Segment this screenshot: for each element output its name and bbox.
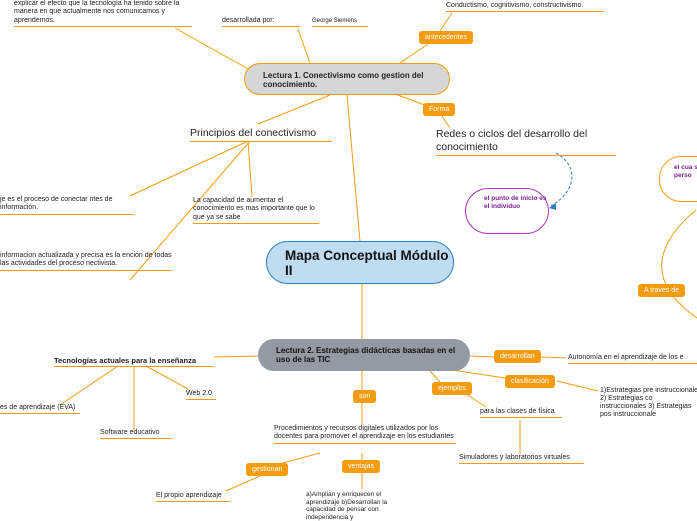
gestionan-tag[interactable]: gestionan	[246, 463, 289, 476]
cual-situa-bubble[interactable]: el cua situa perso	[659, 156, 697, 202]
developed-by-text[interactable]: desarrollada por:	[222, 17, 300, 28]
author-text[interactable]: George Siemens	[312, 18, 368, 28]
antecedentes-text[interactable]: Conductismo, cognitivismo, constructivis…	[446, 2, 604, 13]
central-topic-node[interactable]: Mapa Conceptual Módulo II	[266, 241, 454, 284]
eva-text[interactable]: es de aprendizaje (EVA)	[0, 404, 80, 415]
propio-aprendizaje-text[interactable]: El propio aprendizaje	[156, 492, 230, 503]
purpose-text[interactable]: explicar el efecto que la tecnología ha …	[14, 0, 192, 28]
principio-3-text[interactable]: informacion actualizada y precisa es la …	[0, 252, 172, 271]
simuladores-text[interactable]: Simuladores y laboratorios virtuales	[459, 454, 584, 465]
para-fisica-text[interactable]: para las clases de física	[480, 408, 562, 419]
principios-title[interactable]: Principios del conectivismo	[190, 127, 332, 142]
a-traves-de-tag[interactable]: A traves de	[638, 284, 686, 297]
clasificacion-list[interactable]: 1)Estrategias pre instruccionale 2) Estr…	[600, 387, 697, 418]
principio-2-text[interactable]: La capacidad de aumentar el conocimiento…	[193, 197, 319, 225]
desarrollan-tag[interactable]: desarrollan	[494, 350, 541, 363]
lectura-1-node[interactable]: Lectura 1. Conectivismo como gestion del…	[244, 63, 450, 95]
ventajas-text[interactable]: a)Amplian y enriquecen el aprendizaje b)…	[306, 491, 388, 521]
procedimientos-text[interactable]: Procedimientos y recursos digitales util…	[274, 425, 456, 444]
autonomia-text[interactable]: Autonomía en el aprendizaje de los e	[568, 354, 697, 365]
antecedentes-tag[interactable]: antecedentes	[419, 31, 474, 44]
forma-tag[interactable]: Forma	[423, 103, 456, 116]
principio-1-text[interactable]: je es el proceso de conectar ntes de inf…	[0, 196, 134, 215]
tecnologias-text[interactable]: Tecnologías actuales para la enseñanza	[54, 356, 214, 367]
redes-text[interactable]: Redes o ciclos del desarrollo del conoci…	[436, 128, 616, 156]
software-text[interactable]: Software educativo	[100, 429, 172, 440]
punto-inicio-bubble[interactable]: el punto de inicio es el individuo	[465, 188, 549, 234]
son-tag[interactable]: son	[353, 390, 377, 403]
ejemplos-tag[interactable]: ejemplos	[432, 382, 473, 395]
ventajas-tag[interactable]: ventajas	[342, 460, 381, 473]
clasificacion-tag[interactable]: clasificación	[505, 375, 555, 388]
web-20-text[interactable]: Web 2.0	[186, 390, 216, 401]
lectura-2-node[interactable]: Lectura 2. Estrategias didácticas basada…	[258, 339, 470, 371]
